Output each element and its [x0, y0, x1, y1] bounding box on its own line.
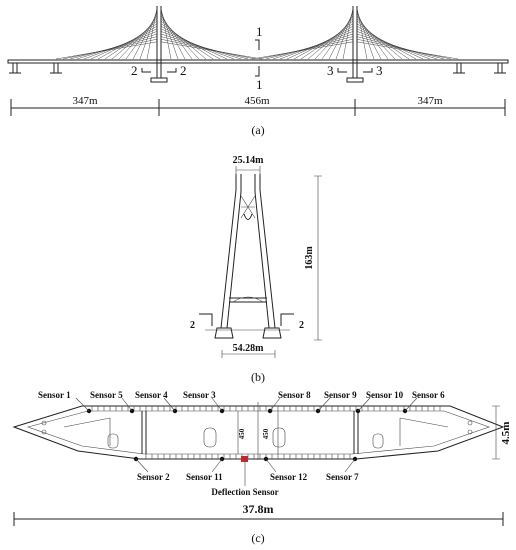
- foundation-right: [262, 327, 282, 339]
- lower-beam: [229, 297, 267, 303]
- foundation-left: [214, 327, 234, 339]
- upper-arch: [243, 213, 253, 220]
- panel-b-tower: 25.14m 54.28m 163m 2 2 (b): [190, 155, 322, 384]
- section-2-left: 2: [131, 63, 138, 78]
- span-dimensions: 347m 456m 347m: [10, 95, 506, 116]
- section-2-mark-right: [280, 313, 294, 326]
- section-2-label-right: 2: [299, 320, 304, 331]
- section-3-right: 3: [376, 63, 383, 78]
- sensor-label-11: Sensor 11: [186, 472, 223, 482]
- panel-c-cross-section: 450 450 Sensor 1 Sensor 5 Sensor 4 Se: [12, 390, 512, 545]
- section-1-top: 1: [256, 24, 263, 39]
- sensor-label-1: Sensor 1: [38, 390, 71, 400]
- tower-height: 163m: [304, 246, 315, 270]
- girder-outline: [12, 405, 505, 460]
- sensor-label-10: Sensor 10: [366, 390, 404, 400]
- girder-inner-outline: [26, 410, 490, 455]
- top-width: 25.14m: [233, 155, 265, 166]
- upper-cross-brace: [240, 195, 256, 219]
- sensor-label-5: Sensor 5: [90, 390, 123, 400]
- section-3-left: 3: [327, 63, 334, 78]
- sensor-label-7: Sensor 7: [326, 472, 359, 482]
- panel-a-elevation: 1 1 2 2 3 3 347m 456m 347m (a): [7, 6, 509, 137]
- caption-c: (c): [251, 531, 264, 545]
- span-3: 347m: [417, 95, 443, 107]
- stiffener-ribs: [91, 406, 441, 459]
- deck: [7, 59, 509, 64]
- sensor-label-8: Sensor 8: [278, 390, 311, 400]
- section-2-label-left: 2: [190, 320, 195, 331]
- girder-width: 37.8m: [243, 502, 274, 516]
- sensor-label-3: Sensor 3: [183, 390, 216, 400]
- span-1: 347m: [72, 95, 98, 107]
- span-2: 456m: [244, 95, 270, 107]
- section-2-right: 2: [180, 63, 187, 78]
- tower-leg-left: [220, 174, 242, 329]
- tower-left: [150, 6, 168, 83]
- tower-right: [346, 6, 364, 83]
- deflection-sensor-marker: [241, 456, 248, 462]
- section-2-mark-left: [199, 313, 213, 326]
- sensor-label-9: Sensor 9: [324, 390, 357, 400]
- base-width: 54.28m: [233, 343, 265, 354]
- sensor-label-6: Sensor 6: [412, 390, 445, 400]
- tower-leg-right: [254, 174, 276, 329]
- girder-depth: 4.5m: [500, 422, 512, 445]
- section-marks-a: 1 1 2 2 3 3: [131, 24, 383, 92]
- caption-a: (a): [251, 123, 264, 137]
- internal-webs: [63, 402, 449, 460]
- lower-arch: [232, 296, 264, 303]
- section-1-bottom: 1: [256, 77, 263, 92]
- caption-b: (b): [251, 370, 265, 384]
- stay-cables: [55, 7, 459, 60]
- side-piers: [9, 63, 506, 74]
- inner-dim-left: 450: [238, 428, 246, 439]
- sensor-label-4: Sensor 4: [135, 390, 168, 400]
- sensor-leaders: [75, 397, 418, 486]
- inner-dim-right: 450: [262, 428, 270, 439]
- diaphragm-openings: [41, 420, 473, 449]
- sensor-label-2: Sensor 2: [137, 472, 170, 482]
- deflection-sensor-label: Deflection Sensor: [211, 487, 278, 497]
- sensor-label-12: Sensor 12: [270, 472, 308, 482]
